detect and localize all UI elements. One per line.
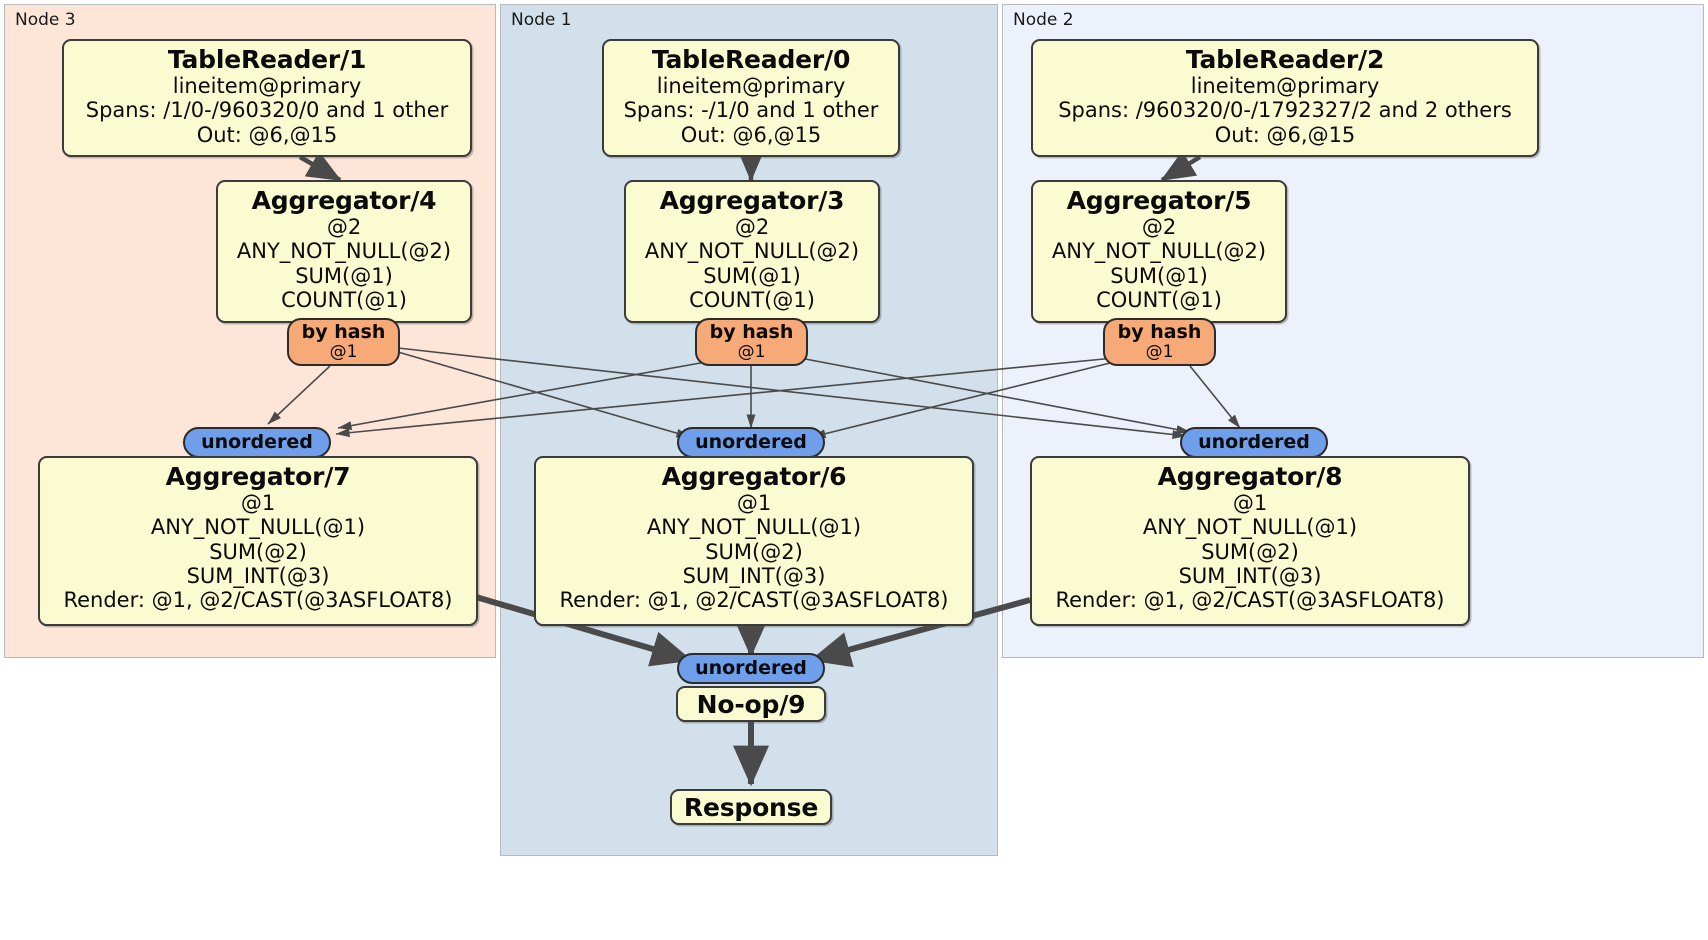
hash-router-badge-mid[interactable]: by hash @1 (695, 318, 808, 366)
hash-router-key: @1 (1145, 341, 1174, 362)
processor-title: Response (683, 792, 819, 822)
unordered-sync-badge-right[interactable]: unordered (1180, 427, 1328, 458)
processor-tablereader-2[interactable]: TableReader/2 lineitem@primary Spans: /9… (1031, 39, 1539, 157)
processor-noop-9[interactable]: No-op/9 (676, 686, 826, 722)
processor-detail-line: Spans: /960320/0-/1792327/2 and 2 others (1058, 98, 1512, 123)
hash-router-key: @1 (329, 341, 358, 362)
unordered-sync-label: unordered (201, 431, 313, 454)
hash-router-label: by hash (1117, 321, 1202, 343)
processor-aggregator-4[interactable]: Aggregator/4 @2 ANY_NOT_NULL(@2) SUM(@1)… (216, 180, 472, 323)
processor-detail-line: SUM(@2) (209, 539, 307, 564)
processor-detail-line: Out: @6,@15 (196, 122, 338, 147)
processor-detail-line: Spans: /1/0-/960320/0 and 1 other (85, 98, 449, 123)
processor-title: TableReader/2 (1185, 45, 1385, 74)
processor-tablereader-1[interactable]: TableReader/1 lineitem@primary Spans: /1… (62, 39, 472, 157)
processor-title: TableReader/0 (651, 45, 851, 74)
processor-title: No-op/9 (696, 689, 806, 719)
region-node-2-label: Node 2 (1013, 10, 1074, 30)
processor-detail-line: ANY_NOT_NULL(@2) (1051, 239, 1267, 264)
unordered-sync-badge-mid[interactable]: unordered (677, 427, 825, 458)
unordered-sync-badge-final[interactable]: unordered (677, 653, 825, 684)
processor-render-line: Render: @1, @2/CAST(@3ASFLOAT8) (63, 588, 453, 613)
unordered-sync-badge-left[interactable]: unordered (183, 427, 331, 458)
unordered-sync-label: unordered (695, 431, 807, 454)
processor-detail-line: ANY_NOT_NULL(@1) (646, 515, 862, 540)
processor-detail-line: ANY_NOT_NULL(@2) (644, 239, 860, 264)
processor-detail-line: SUM(@1) (703, 263, 801, 288)
processor-detail-line: ANY_NOT_NULL(@1) (1142, 515, 1358, 540)
processor-detail-line: COUNT(@1) (281, 288, 407, 313)
processor-title: Aggregator/6 (661, 462, 847, 491)
processor-detail-line: Out: @6,@15 (1214, 122, 1356, 147)
processor-detail-line: SUM(@2) (1201, 539, 1299, 564)
processor-detail-line: SUM_INT(@3) (186, 564, 330, 589)
hash-router-label: by hash (709, 321, 794, 343)
processor-detail-line: Out: @6,@15 (680, 122, 822, 147)
hash-router-badge-right[interactable]: by hash @1 (1103, 318, 1216, 366)
processor-aggregator-8[interactable]: Aggregator/8 @1 ANY_NOT_NULL(@1) SUM(@2)… (1030, 456, 1470, 626)
hash-router-key: @1 (737, 341, 766, 362)
processor-detail-line: Spans: -/1/0 and 1 other (623, 98, 879, 123)
hash-router-label: by hash (301, 321, 386, 343)
processor-detail-line: SUM(@1) (295, 263, 393, 288)
processor-title: Aggregator/5 (1066, 186, 1252, 215)
processor-detail-line: @1 (1232, 491, 1268, 515)
processor-aggregator-7[interactable]: Aggregator/7 @1 ANY_NOT_NULL(@1) SUM(@2)… (38, 456, 478, 626)
processor-detail-line: COUNT(@1) (1096, 288, 1222, 313)
processor-aggregator-5[interactable]: Aggregator/5 @2 ANY_NOT_NULL(@2) SUM(@1)… (1031, 180, 1287, 323)
processor-detail-line: @2 (734, 215, 770, 239)
processor-title: Aggregator/7 (165, 462, 351, 491)
unordered-sync-label: unordered (1198, 431, 1310, 454)
processor-detail-line: @2 (1141, 215, 1177, 239)
processor-detail-line: lineitem@primary (656, 74, 846, 98)
processor-title: Aggregator/3 (659, 186, 845, 215)
processor-aggregator-3[interactable]: Aggregator/3 @2 ANY_NOT_NULL(@2) SUM(@1)… (624, 180, 880, 323)
processor-detail-line: @1 (240, 491, 276, 515)
processor-detail-line: SUM_INT(@3) (682, 564, 826, 589)
processor-detail-line: @1 (736, 491, 772, 515)
processor-tablereader-0[interactable]: TableReader/0 lineitem@primary Spans: -/… (602, 39, 900, 157)
processor-title: Aggregator/4 (251, 186, 437, 215)
region-node-3-label: Node 3 (15, 10, 76, 30)
processor-detail-line: SUM(@1) (1110, 263, 1208, 288)
region-node-1-label: Node 1 (511, 10, 572, 30)
processor-aggregator-6[interactable]: Aggregator/6 @1 ANY_NOT_NULL(@1) SUM(@2)… (534, 456, 974, 626)
unordered-sync-label: unordered (695, 657, 807, 680)
processor-title: TableReader/1 (167, 45, 367, 74)
processor-detail-line: ANY_NOT_NULL(@1) (150, 515, 366, 540)
hash-router-badge-left[interactable]: by hash @1 (287, 318, 400, 366)
processor-detail-line: ANY_NOT_NULL(@2) (236, 239, 452, 264)
processor-response[interactable]: Response (670, 789, 832, 825)
processor-render-line: Render: @1, @2/CAST(@3ASFLOAT8) (1055, 588, 1445, 613)
processor-title: Aggregator/8 (1157, 462, 1343, 491)
processor-detail-line: SUM(@2) (705, 539, 803, 564)
processor-detail-line: lineitem@primary (172, 74, 362, 98)
processor-detail-line: COUNT(@1) (689, 288, 815, 313)
processor-detail-line: lineitem@primary (1190, 74, 1380, 98)
processor-detail-line: @2 (326, 215, 362, 239)
processor-render-line: Render: @1, @2/CAST(@3ASFLOAT8) (559, 588, 949, 613)
processor-detail-line: SUM_INT(@3) (1178, 564, 1322, 589)
